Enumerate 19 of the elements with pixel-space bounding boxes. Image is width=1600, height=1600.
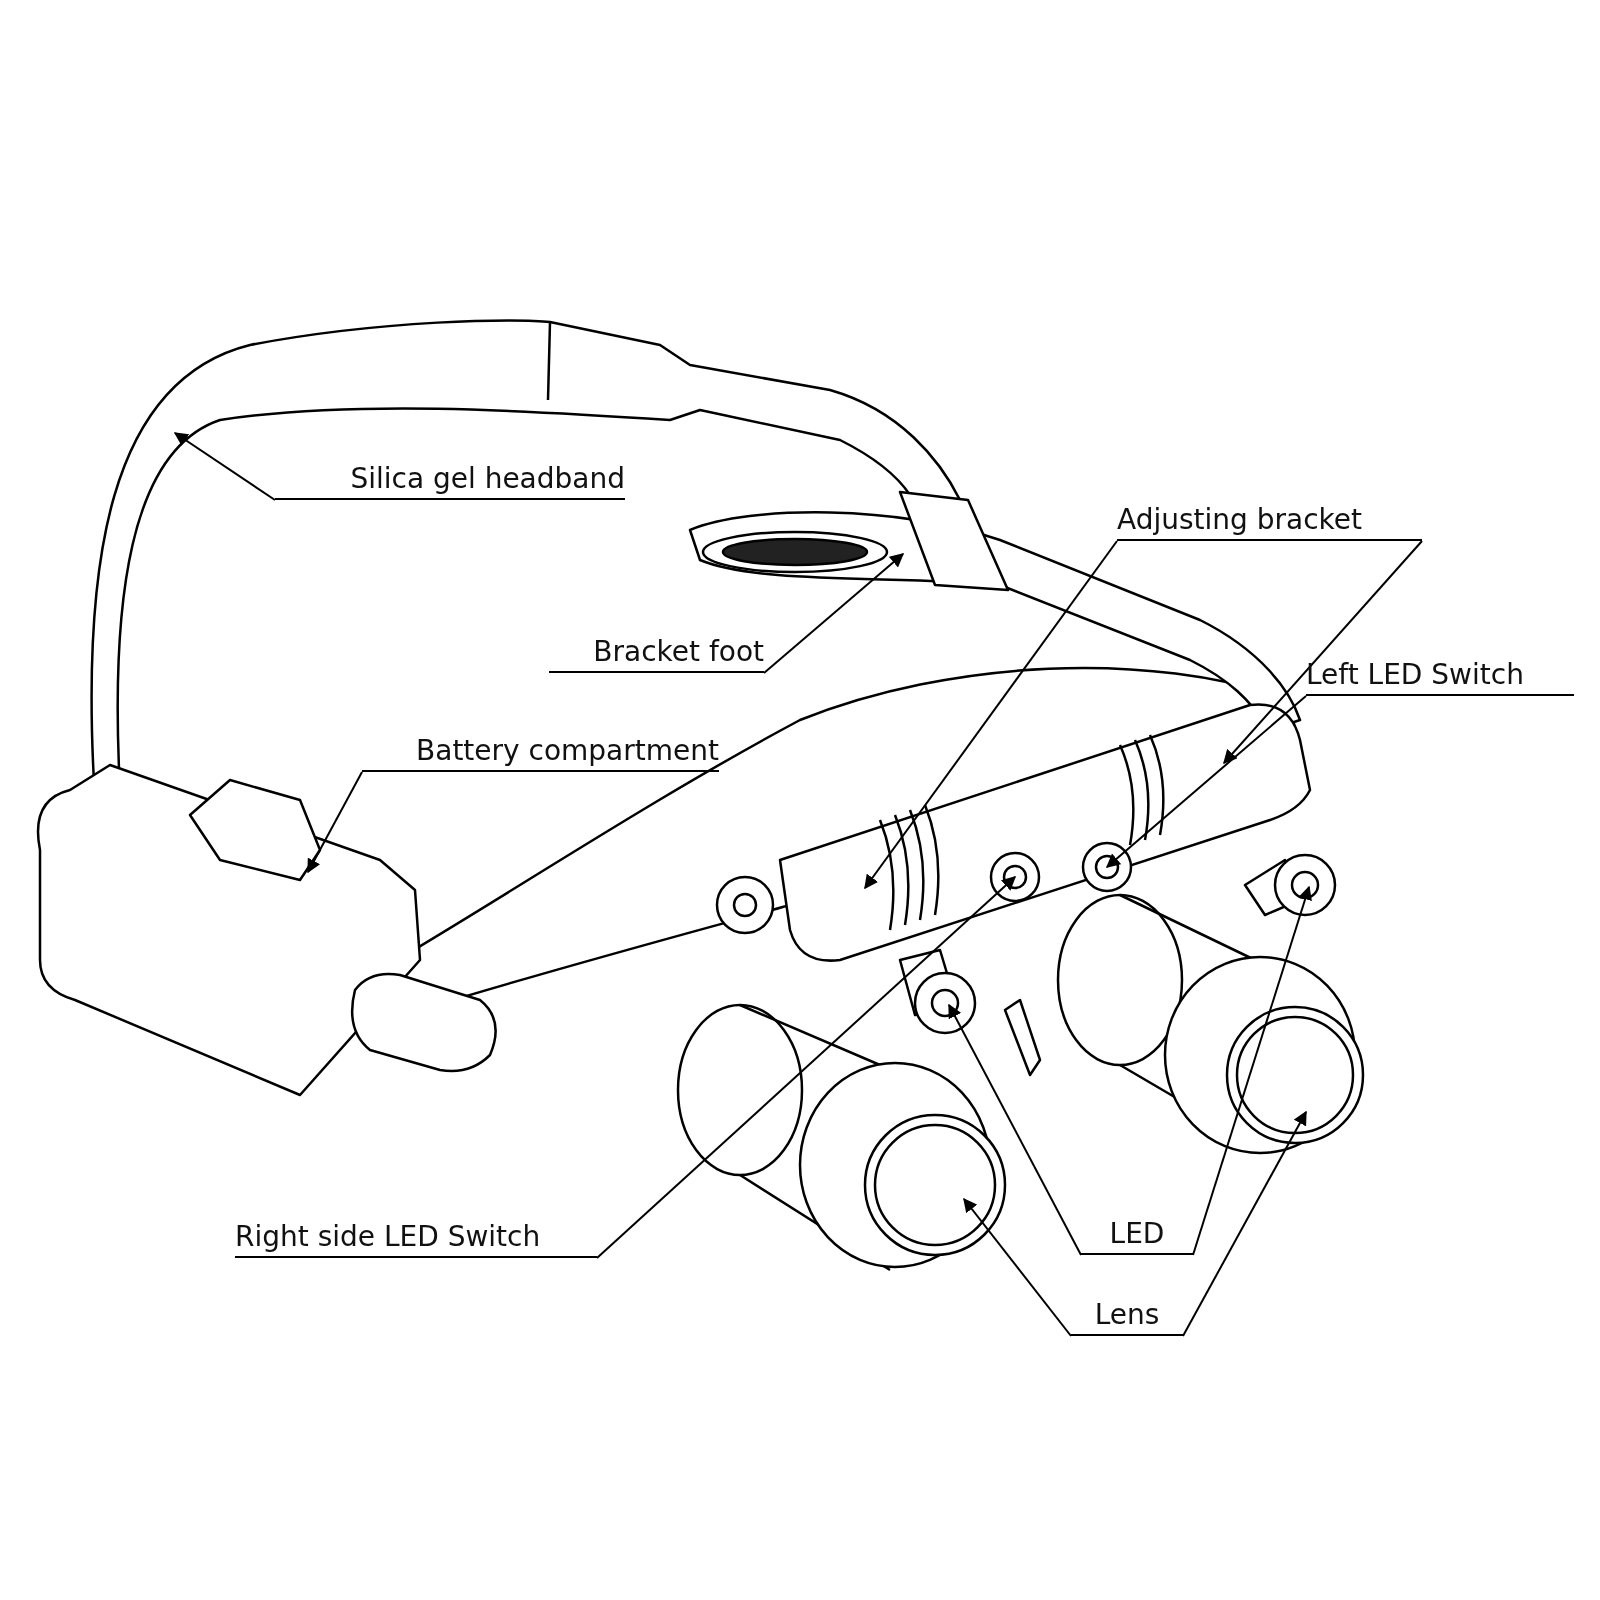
leader-line <box>307 771 363 874</box>
leader-line <box>963 1197 1072 1337</box>
leader-line <box>173 432 276 501</box>
leader-line <box>596 876 1017 1259</box>
part-label: Right side LED Switch <box>235 1218 597 1258</box>
part-label: Silica gel headband <box>275 460 625 500</box>
leader-line <box>1192 885 1312 1256</box>
leader-line <box>763 553 905 674</box>
leader-line <box>948 1003 1082 1256</box>
leader-line <box>1223 540 1423 765</box>
part-label: Lens <box>1071 1296 1183 1336</box>
part-label: Left LED Switch <box>1306 656 1574 696</box>
part-label: Adjusting bracket <box>1117 501 1422 541</box>
part-label: Bracket foot <box>549 633 764 673</box>
leader-line <box>1105 695 1307 868</box>
part-label: Battery compartment <box>362 732 719 772</box>
leader-line <box>864 540 1118 890</box>
part-label: LED <box>1081 1215 1193 1255</box>
leader-line <box>1182 1110 1307 1337</box>
